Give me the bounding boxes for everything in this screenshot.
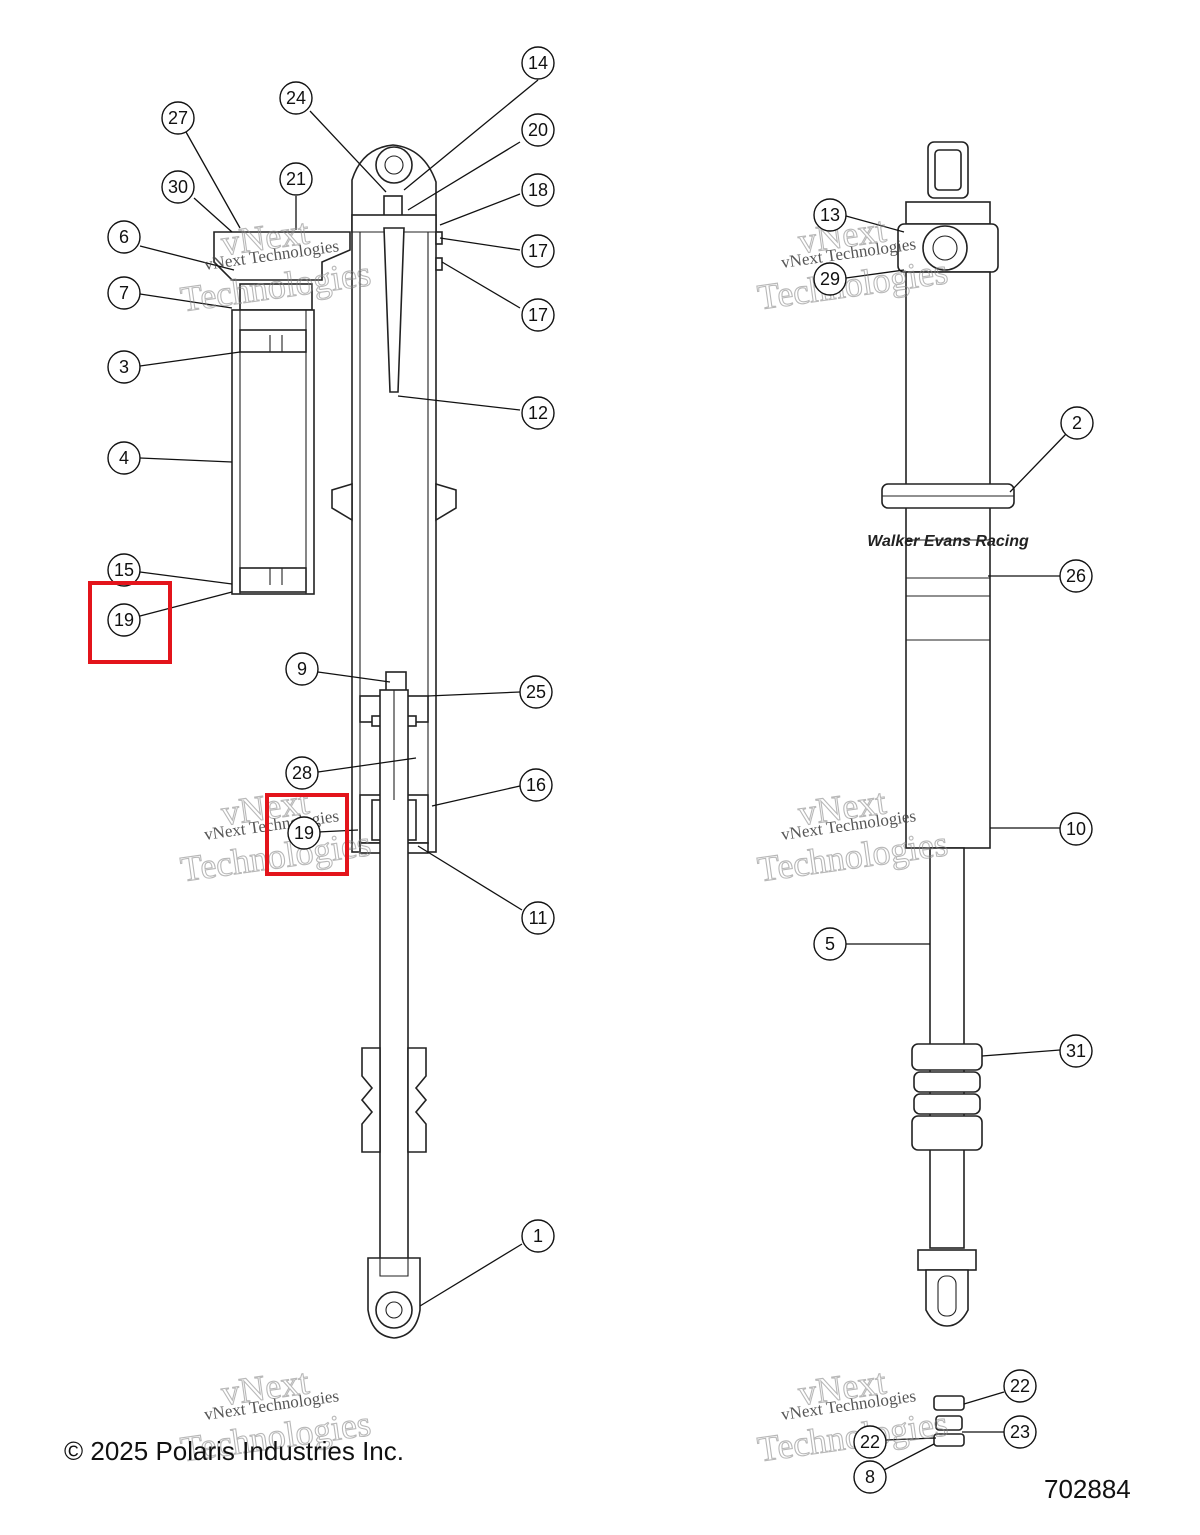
callout-19a[interactable]: 19 — [107, 603, 141, 637]
callout-8[interactable]: 8 — [853, 1460, 887, 1494]
svg-text:21: 21 — [286, 169, 306, 189]
callout-7[interactable]: 7 — [107, 276, 141, 310]
svg-text:14: 14 — [528, 53, 548, 73]
callout-13[interactable]: 13 — [813, 198, 847, 232]
callout-3[interactable]: 3 — [107, 350, 141, 384]
callout-23[interactable]: 23 — [1003, 1415, 1037, 1449]
svg-text:22: 22 — [860, 1432, 880, 1452]
svg-text:26: 26 — [1066, 566, 1086, 586]
callout-10[interactable]: 10 — [1059, 812, 1093, 846]
left-section-view — [213, 144, 457, 1339]
svg-text:11: 11 — [529, 908, 548, 928]
callout-group: 14 24 20 27 21 30 18 17 17 6 7 3 12 4 15… — [107, 46, 1094, 1494]
callout-4[interactable]: 4 — [107, 441, 141, 475]
svg-text:24: 24 — [286, 88, 306, 108]
highlight-box-19b — [265, 793, 349, 876]
svg-text:29: 29 — [820, 269, 840, 289]
callout-29[interactable]: 29 — [813, 262, 847, 296]
callout-27[interactable]: 27 — [161, 101, 195, 135]
callout-31[interactable]: 31 — [1059, 1034, 1093, 1068]
svg-text:22: 22 — [1010, 1376, 1030, 1396]
svg-text:17: 17 — [528, 241, 548, 261]
svg-text:28: 28 — [292, 763, 312, 783]
svg-text:27: 27 — [168, 108, 188, 128]
watermark-4: vNext Technologies vNext Technologies — [755, 209, 951, 318]
callout-21[interactable]: 21 — [279, 162, 313, 196]
svg-text:30: 30 — [168, 177, 188, 197]
callout-17a[interactable]: 17 — [521, 234, 555, 268]
callout-26[interactable]: 26 — [1059, 559, 1093, 593]
callout-22b[interactable]: 22 — [853, 1425, 887, 1459]
svg-text:19: 19 — [294, 823, 314, 843]
svg-text:31: 31 — [1066, 1041, 1086, 1061]
svg-text:13: 13 — [820, 205, 840, 225]
svg-text:15: 15 — [114, 560, 134, 580]
callout-12[interactable]: 12 — [521, 396, 555, 430]
svg-text:19: 19 — [114, 610, 134, 630]
highlight-box-19a — [88, 581, 172, 664]
copyright-text: © 2025 Polaris Industries Inc. — [64, 1436, 404, 1466]
callout-22a[interactable]: 22 — [1003, 1369, 1037, 1403]
callout-9[interactable]: 9 — [285, 652, 319, 686]
callout-11[interactable]: 11 — [521, 901, 555, 935]
svg-text:17: 17 — [528, 305, 548, 325]
callout-25[interactable]: 25 — [519, 675, 553, 709]
brand-logo: Walker Evans Racing — [867, 533, 1029, 550]
watermark-6: vNext Technologies vNext Technologies — [755, 1361, 951, 1470]
right-exterior-view: Walker Evans Racing — [867, 141, 1029, 1447]
svg-text:Walker Evans Racing: Walker Evans Racing — [867, 533, 1029, 550]
svg-text:16: 16 — [526, 775, 546, 795]
svg-text:18: 18 — [528, 180, 548, 200]
callout-16[interactable]: 16 — [519, 768, 553, 802]
svg-text:10: 10 — [1066, 819, 1086, 839]
svg-text:12: 12 — [528, 403, 548, 423]
svg-text:25: 25 — [526, 682, 546, 702]
svg-text:3: 3 — [119, 357, 129, 377]
callout-19b[interactable]: 19 — [287, 816, 321, 850]
svg-text:23: 23 — [1010, 1422, 1030, 1442]
svg-text:7: 7 — [119, 283, 129, 303]
svg-text:1: 1 — [533, 1226, 543, 1246]
svg-text:8: 8 — [865, 1467, 875, 1487]
svg-text:5: 5 — [825, 934, 835, 954]
callout-15[interactable]: 15 — [107, 553, 141, 587]
callout-2[interactable]: 2 — [1060, 406, 1094, 440]
drawing-number: 702884 — [1044, 1474, 1131, 1504]
svg-text:9: 9 — [297, 659, 307, 679]
callout-1[interactable]: 1 — [521, 1219, 555, 1253]
callout-20[interactable]: 20 — [521, 113, 555, 147]
svg-text:2: 2 — [1072, 413, 1082, 433]
leader-lines — [139, 79, 1067, 1471]
svg-text:20: 20 — [528, 120, 548, 140]
callout-17b[interactable]: 17 — [521, 298, 555, 332]
callout-5[interactable]: 5 — [813, 927, 847, 961]
svg-text:6: 6 — [119, 227, 129, 247]
callout-24[interactable]: 24 — [279, 81, 313, 115]
callout-28[interactable]: 28 — [285, 756, 319, 790]
callout-14[interactable]: 14 — [521, 46, 555, 80]
callout-18[interactable]: 18 — [521, 173, 555, 207]
callout-6[interactable]: 6 — [107, 220, 141, 254]
svg-text:4: 4 — [119, 448, 129, 468]
callout-30[interactable]: 30 — [161, 170, 195, 204]
